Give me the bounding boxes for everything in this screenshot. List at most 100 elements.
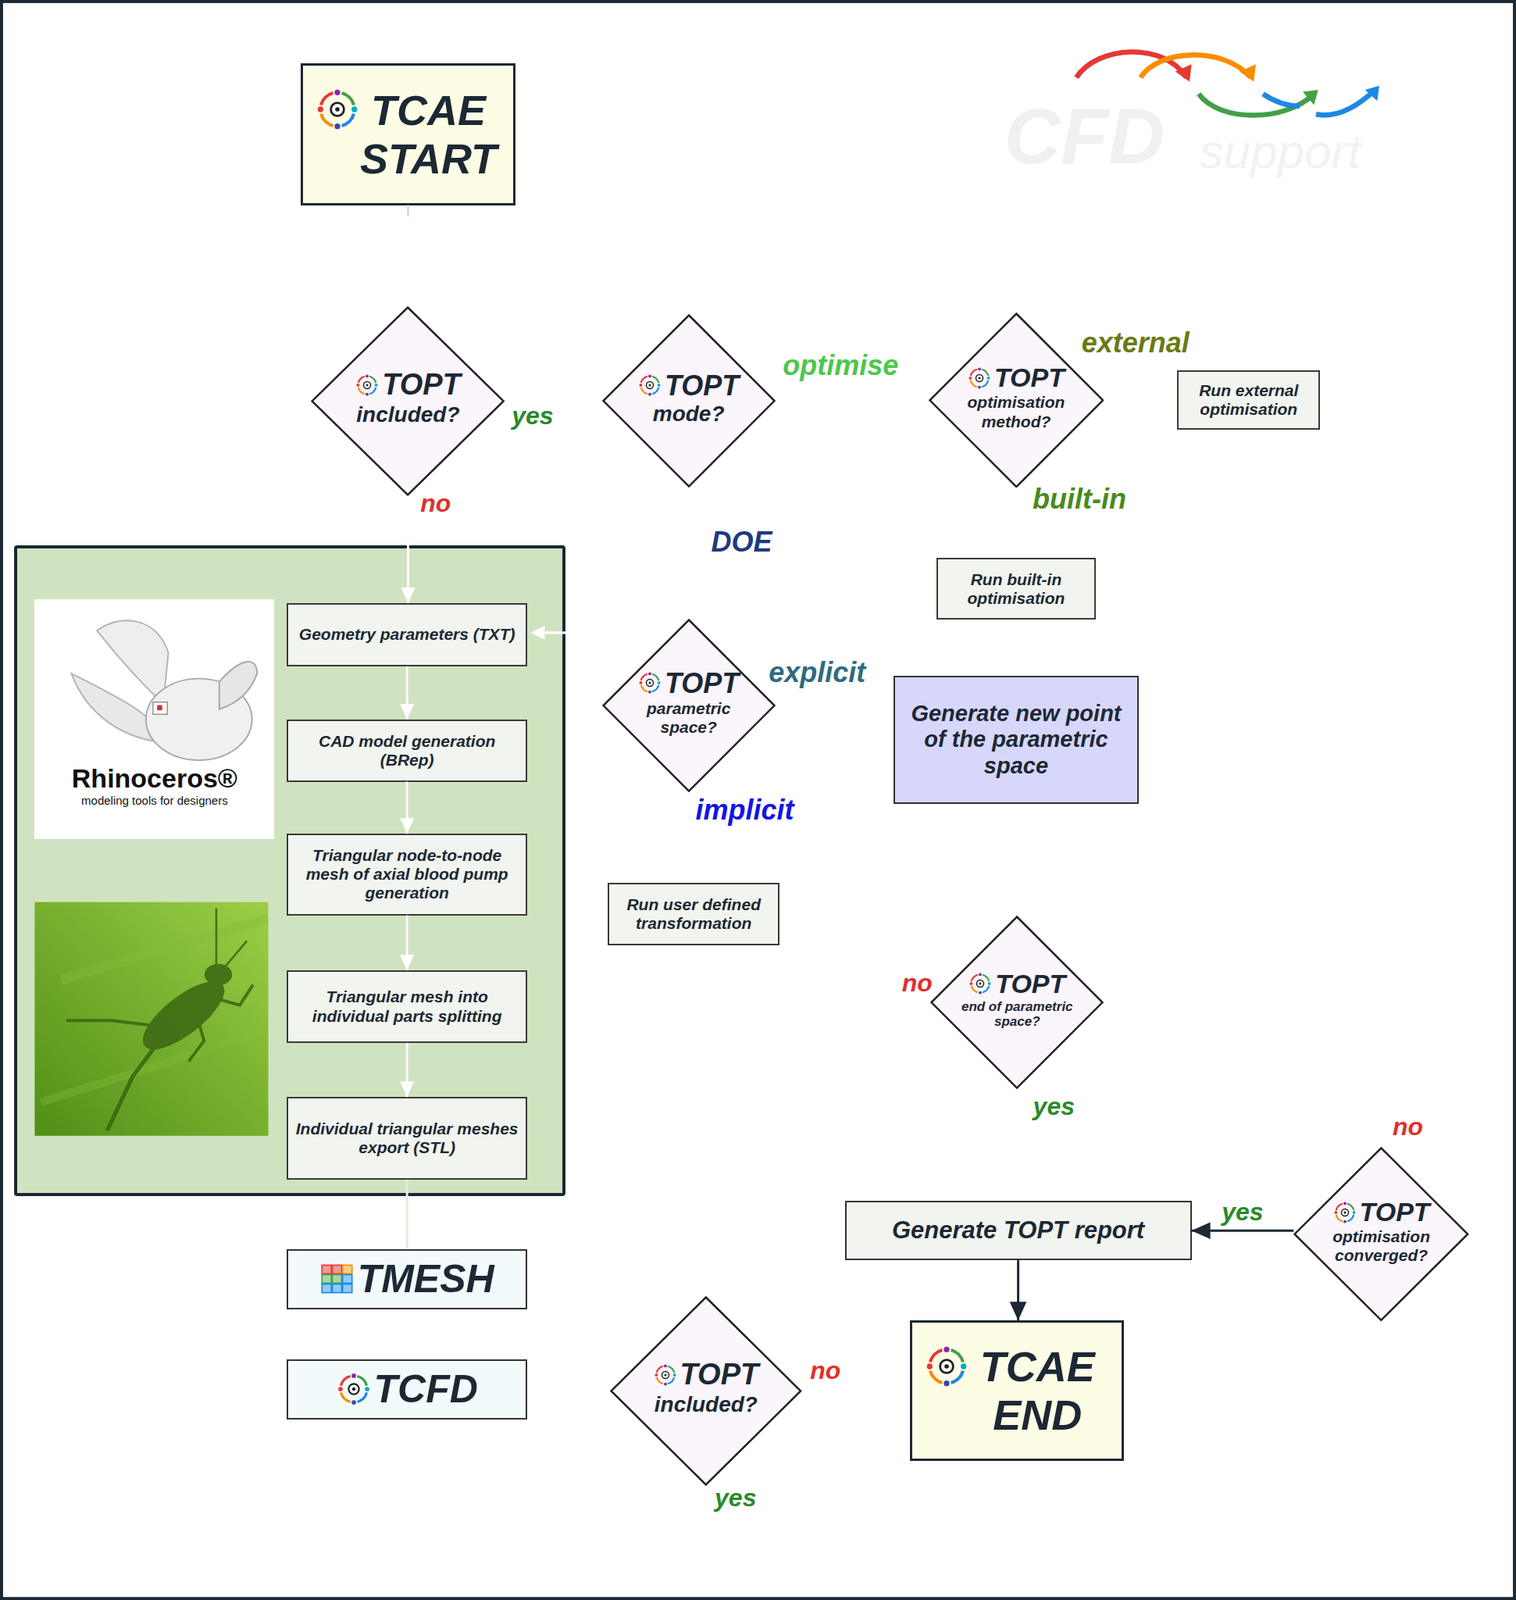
node-content: TCAE START xyxy=(303,65,513,204)
logo-symbol xyxy=(638,672,660,694)
topt-logo-icon xyxy=(1333,1200,1357,1224)
decision-heading: TOPT xyxy=(664,369,739,402)
node-content: TOPToptimisation converged? xyxy=(1293,1146,1470,1321)
topt-logo-icon xyxy=(336,1371,371,1406)
process-box: Geometry parameters (TXT) xyxy=(286,602,528,667)
rhino-horn xyxy=(96,620,168,704)
text-row: TOPT xyxy=(1333,1196,1431,1228)
watermark: support xyxy=(1199,123,1362,179)
logo-symbol xyxy=(1334,1201,1356,1223)
node-content: CAD model generation (BRep) xyxy=(288,720,526,781)
logo-symbol xyxy=(968,367,990,389)
decision-heading: TOPT xyxy=(995,968,1066,999)
logo-arrowhead xyxy=(1239,64,1256,82)
decision-question: optimisation method? xyxy=(952,392,1080,431)
grasshopper-leg xyxy=(189,1005,205,1062)
topt-logo-icon xyxy=(638,670,662,695)
grasshopper-leg xyxy=(203,984,254,1005)
text-row: Rhinoceros® xyxy=(71,763,238,794)
node-label: Generate TOPT report xyxy=(891,1216,1145,1245)
topt-logo-icon xyxy=(967,366,992,390)
flow-arrow xyxy=(406,915,409,971)
grasshopper-background xyxy=(34,902,268,1136)
branch-label: implicit xyxy=(695,793,795,827)
text-row: Geometry parameters (TXT) xyxy=(299,624,516,644)
brand-tagline: modeling tools for designers xyxy=(81,793,229,807)
text-row: included? xyxy=(646,1391,766,1417)
branch-label: optimise xyxy=(782,349,899,382)
node-label: Individual triangular meshes export (STL… xyxy=(294,1119,520,1157)
incoming-arrow xyxy=(530,625,568,640)
logo-arrowhead xyxy=(1365,85,1380,102)
text-row: TOPT xyxy=(355,367,461,403)
leaf-vein xyxy=(60,918,268,980)
node-content: Run user defined transformation xyxy=(609,884,778,944)
watermark: CFD xyxy=(1004,90,1166,181)
rhinoceros-logo-panel: Rhinoceros®modeling tools for designers xyxy=(34,599,275,839)
logo-symbol xyxy=(970,973,992,995)
diamond-shape xyxy=(611,1296,802,1484)
rhino-head xyxy=(146,678,253,760)
decision-heading: TOPT xyxy=(381,367,461,403)
text-row: TCFD xyxy=(336,1366,478,1413)
tool-box: TMESH xyxy=(286,1248,528,1310)
rhino-detail xyxy=(156,705,163,711)
brand-logo-arrows xyxy=(1076,51,1380,115)
rhino-illustration xyxy=(71,620,257,760)
node-content: TOPTincluded? xyxy=(609,1295,803,1486)
arrow-line xyxy=(542,631,568,634)
logo-symbol xyxy=(317,89,358,130)
decision-heading: TOPT xyxy=(664,667,739,700)
text-row: Run external optimisation xyxy=(1184,381,1313,419)
text-row: TOPT xyxy=(653,1357,760,1392)
text-row: TOPT xyxy=(638,369,739,402)
logo-arrowhead xyxy=(1175,64,1192,82)
branch-label: explicit xyxy=(768,656,866,689)
logo-arrow xyxy=(1140,54,1251,78)
logo-arrowhead xyxy=(1302,89,1319,106)
grasshopper-head xyxy=(205,963,232,985)
tool-box: TCFD xyxy=(286,1359,528,1420)
branch-label: yes xyxy=(1033,1091,1075,1121)
grasshopper-leg xyxy=(66,1020,154,1026)
branch-label: no xyxy=(1392,1112,1424,1142)
node-content: TMESH xyxy=(288,1250,526,1308)
text-row: TMESH xyxy=(320,1256,495,1302)
decision-question: end of parametric space? xyxy=(944,998,1091,1030)
branch-label: yes xyxy=(714,1483,757,1513)
decision-diamond: TOPTend of parametric space? xyxy=(930,915,1104,1089)
grasshopper-antenna xyxy=(224,940,247,967)
end-terminal: TCAE END xyxy=(909,1319,1124,1461)
node-label: Geometry parameters (TXT) xyxy=(299,624,516,644)
process-box: Triangular node-to-node mesh of axial bl… xyxy=(286,833,528,915)
text-row: Generate new point of the parametric spa… xyxy=(907,700,1124,779)
topt-logo-icon xyxy=(653,1362,678,1387)
rhino-ear xyxy=(219,661,257,710)
process-box: CAD model generation (BRep) xyxy=(286,719,528,782)
branch-label: built-in xyxy=(1032,482,1127,516)
flow-arrow xyxy=(406,666,409,720)
decision-diamond: TOPTmode? xyxy=(602,313,776,488)
topt-logo-icon xyxy=(638,373,662,397)
topt-logo-icon xyxy=(355,373,379,397)
diamond-shape xyxy=(931,916,1103,1088)
process-box-highlight: Generate new point of the parametric spa… xyxy=(893,675,1138,805)
text-row: Triangular mesh into individual parts sp… xyxy=(294,987,520,1025)
logo-symbol xyxy=(638,374,660,396)
connector-line xyxy=(406,1179,409,1249)
logo-symbol xyxy=(654,1364,676,1386)
flow-arrow xyxy=(406,781,409,835)
text-row: CAD model generation (BRep) xyxy=(294,731,520,770)
decision-question: included? xyxy=(356,402,460,428)
connector-stub xyxy=(406,205,410,217)
decision-diamond: TOPTincluded? xyxy=(310,306,505,496)
logo-arrow xyxy=(1316,89,1376,115)
text-row: optimisation method? xyxy=(952,392,1080,431)
arrowhead xyxy=(530,625,545,640)
node-content: Run external optimisation xyxy=(1178,371,1319,429)
diamond-shape xyxy=(602,315,775,487)
leaf-vein xyxy=(40,1030,268,1102)
branch-label: external xyxy=(1081,326,1190,360)
